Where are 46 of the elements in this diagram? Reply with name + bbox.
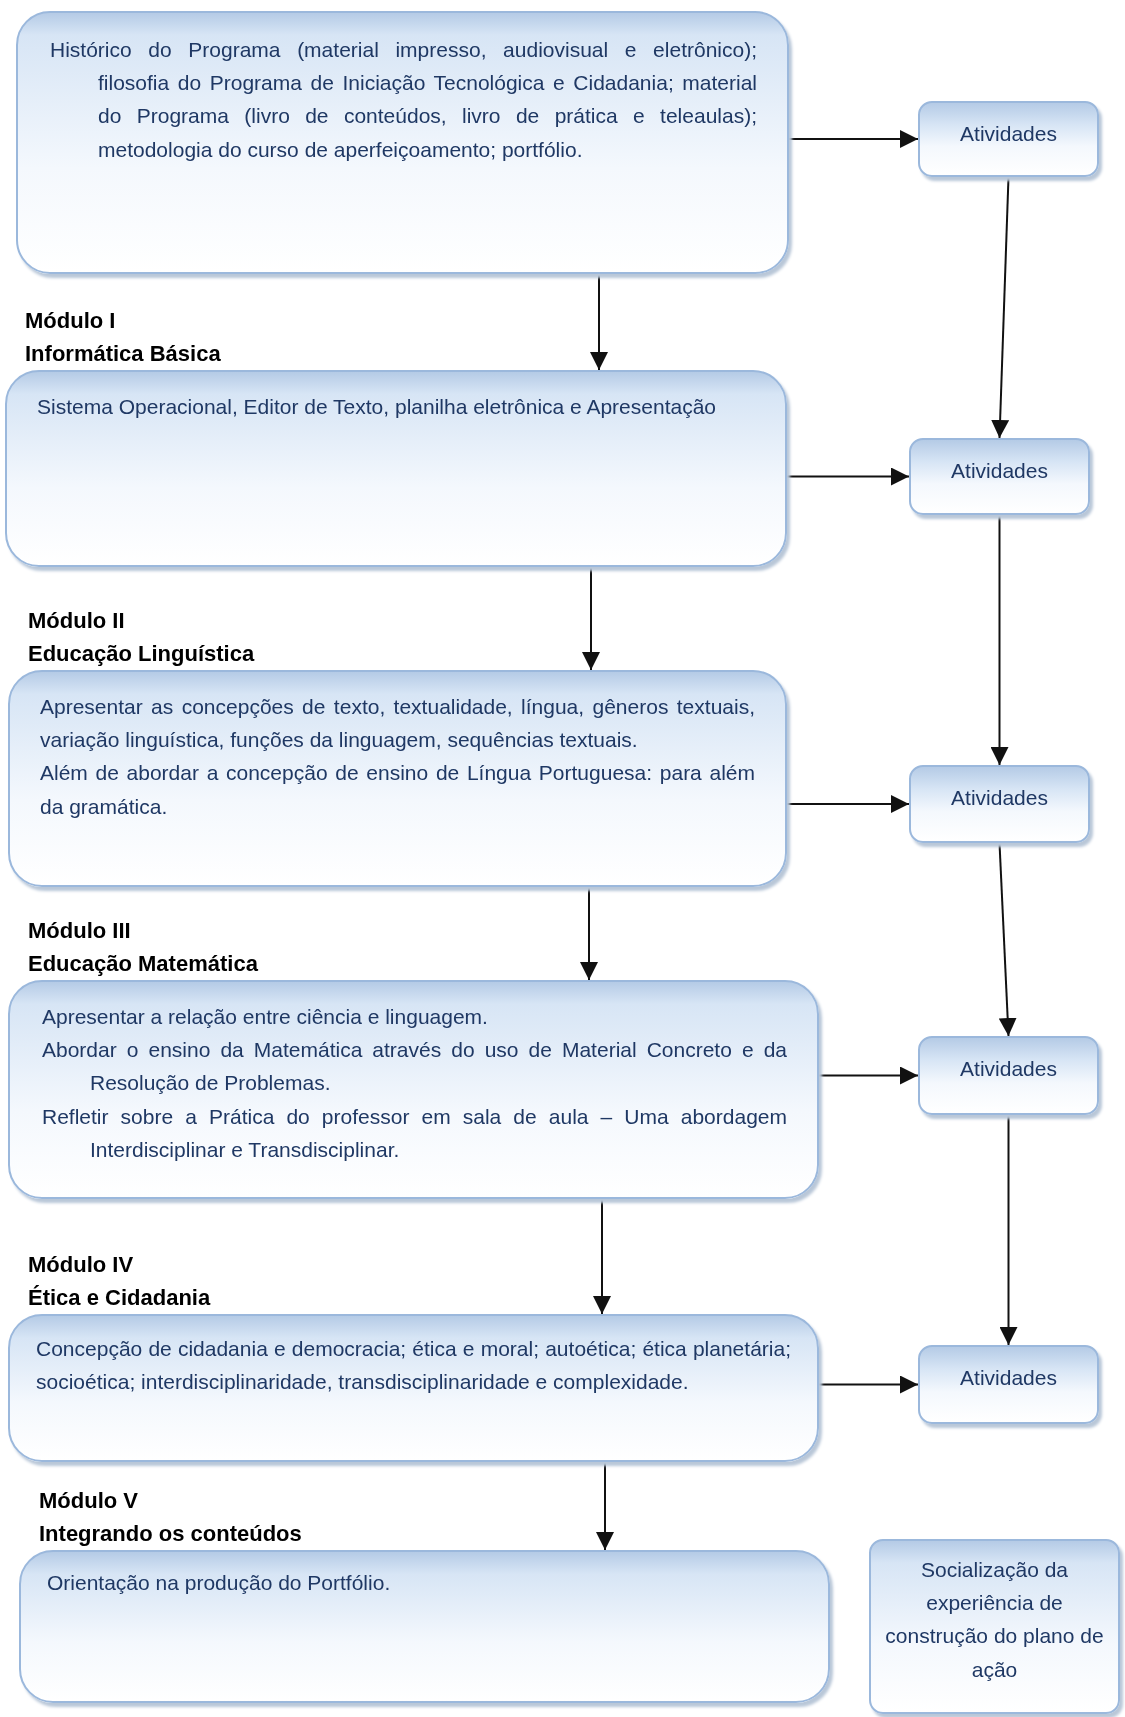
arrow	[582, 566, 600, 671]
activity-box	[909, 765, 1090, 843]
arrow	[593, 1198, 611, 1315]
activity-box	[869, 1539, 1120, 1714]
content-text: Concepção de cidadania e democracia; ética e moral; autoética; ética planetária; socioética; interdisciplinaridade, transdisciplinaridade e complexidade.	[36, 1336, 791, 1396]
module-heading: Ética e Cidadania	[28, 1284, 211, 1312]
box-label: Atividades	[950, 458, 1049, 484]
module-heading: Módulo III	[28, 917, 131, 945]
content-text: Histórico do Programa (material impresso, audiovisual e eletrônico); filosofia do Programa de Iniciação Tecnológica e Cidadania; material do Programa (livro de conteúdos, livro de prática e teleaulas); metodologia do curso de aperfeiçoamento; portfólio.	[49, 37, 757, 163]
arrow	[818, 1066, 919, 1085]
box-label: Atividades	[959, 1056, 1058, 1082]
module-heading: Módulo V	[39, 1487, 138, 1515]
module-heading: Módulo II	[28, 607, 125, 635]
content-text: Apresentar a relação entre ciência e linguagem.	[41, 1004, 489, 1030]
content-text: Sistema Operacional, Editor de Texto, planilha eletrônica e Apresentação	[37, 394, 718, 420]
activity-box	[918, 1345, 1099, 1424]
arrow	[990, 514, 1009, 766]
content-text: Apresentar as concepções de texto, textualidade, língua, gêneros textuais, variação linguística, funções da linguagem, sequências textuais.	[40, 694, 755, 754]
activity-box	[918, 1036, 1099, 1115]
arrow	[998, 842, 1017, 1037]
module-heading: Informática Básica	[25, 340, 221, 368]
arrow	[818, 1375, 919, 1394]
arrow	[786, 795, 910, 813]
arrow	[580, 886, 598, 981]
arrow	[786, 467, 910, 486]
content-text: Além de abordar a concepção de ensino de Língua Portuguesa: para além da gramática.	[40, 760, 755, 820]
content-text: Orientação na produção do Portfólio.	[47, 1570, 392, 1596]
arrow	[590, 273, 608, 371]
activity-box	[918, 101, 1099, 177]
box-label: Socialização da experiência de construção do plano de ação	[884, 1557, 1105, 1683]
content-text: Refletir sobre a Prática do professor em sala de aula – Uma abordagem Interdisciplinar e Transdisciplinar.	[41, 1103, 787, 1163]
box-label: Atividades	[950, 785, 1049, 811]
box-label: Atividades	[959, 121, 1058, 147]
activity-box	[909, 438, 1090, 515]
module-heading: Educação Matemática	[28, 950, 258, 978]
arrow	[788, 130, 919, 148]
module-heading: Educação Linguística	[28, 640, 255, 668]
module-content-box	[16, 11, 789, 274]
module-heading: Módulo I	[25, 307, 116, 335]
content-text: Abordar o ensino da Matemática através do uso de Material Concreto e da Resolução de Problemas.	[41, 1037, 787, 1097]
module-heading: Módulo IV	[28, 1251, 134, 1279]
arrow	[596, 1461, 614, 1551]
box-label: Atividades	[959, 1365, 1058, 1391]
arrow	[991, 176, 1010, 439]
module-heading: Integrando os conteúdos	[39, 1520, 302, 1548]
arrow	[999, 1114, 1018, 1346]
